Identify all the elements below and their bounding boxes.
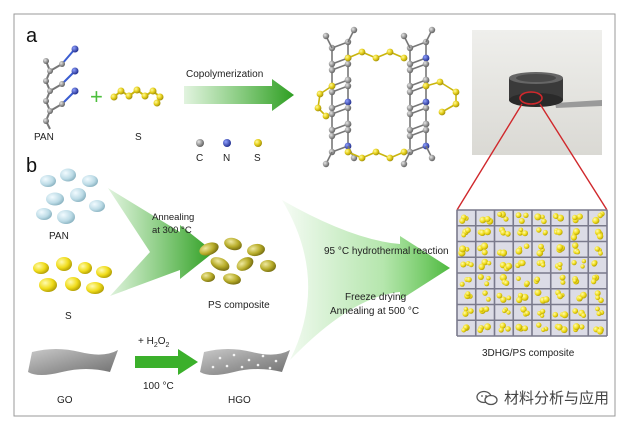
s-label-a: S [135,132,142,143]
annealing-label-line2: at 300 °C [152,225,192,236]
legend-carbon-dot [196,139,204,147]
temp-100-label: 100 °C [143,381,174,392]
legend-nitrogen-dot [223,139,231,147]
atom-legend: C N S [196,139,262,164]
ps-composite-particles [199,237,276,285]
pan-molecule [43,45,79,130]
zoom-line-left [456,103,523,211]
h2o2-label: + H2O2 [138,336,170,349]
hydrothermal-arrow [282,200,450,360]
wechat-icon [476,390,498,405]
hgo-label: HGO [228,395,251,406]
panel-a-letter: a [26,25,38,47]
watermark-text: 材料分析与应用 [503,389,609,407]
hgo-sheet [200,349,290,375]
photo-callout-circle [519,91,543,105]
plus-sign: + [90,84,103,109]
watermark: 材料分析与应用 [476,387,609,408]
span-copolymer-structure [314,26,460,168]
panel-b-letter: b [26,155,37,177]
go-sheet [28,349,118,375]
ps-composite-label: PS composite [208,300,270,311]
legend-sulfur-label: S [254,153,261,164]
figure-frame [13,13,616,417]
pan-label-b: PAN [49,231,69,242]
h2o2-arrow [135,349,198,375]
product-label: 3DHG/PS composite [482,348,575,359]
go-label: GO [57,395,73,406]
freeze-drying-label: Freeze drying [345,292,406,303]
pan-particles [36,168,105,224]
lattice-3dhg-ps [456,209,608,337]
annealing-500-label: Annealing at 500 °C [330,306,419,317]
sulfur-ring [110,86,164,107]
sample-photo [472,30,602,155]
copolymerization-arrow [184,79,294,111]
sulfur-particles [33,257,112,294]
hydrothermal-label: 95 °C hydrothermal reaction [324,246,449,257]
pan-label-a: PAN [34,132,54,143]
s-label-b: S [65,311,72,322]
annealing-arrow [108,188,214,296]
legend-carbon-label: C [196,153,203,164]
legend-nitrogen-label: N [223,153,230,164]
zoom-line-right [539,103,608,211]
annealing-label-line1: Annealing [152,212,194,223]
legend-sulfur-dot [254,139,262,147]
copolymerization-label: Copolymerization [186,69,263,80]
